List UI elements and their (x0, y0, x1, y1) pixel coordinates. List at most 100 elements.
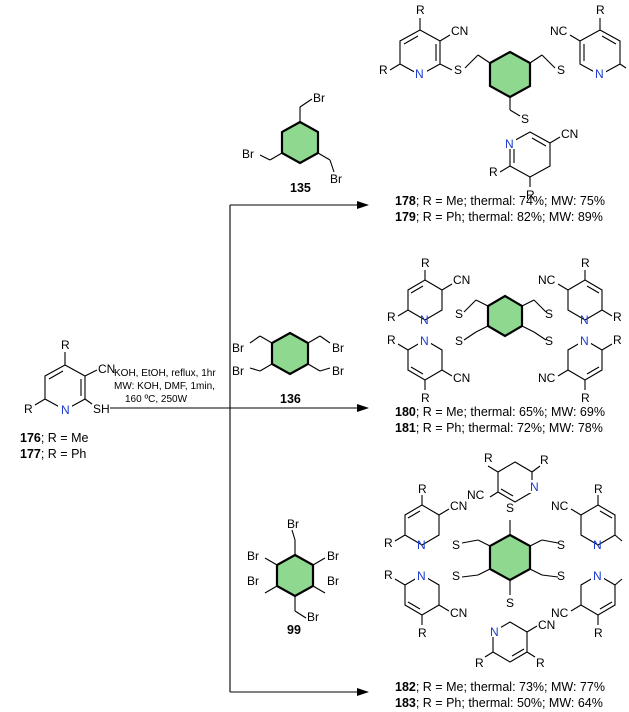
svg-text:178; R = Me; thermal: 74%; MW:: 178; R = Me; thermal: 74%; MW: 75% (395, 194, 605, 208)
substituent-r: R (540, 453, 549, 467)
nitrile-group: NC (550, 24, 568, 38)
compound-caption: ; R = Me; thermal: 73%; MW: 77% (416, 680, 605, 694)
substituent-r: R (594, 482, 603, 496)
reagent-number: 99 (287, 623, 301, 637)
substituent-r: R (61, 338, 70, 352)
svg-text:176; R = Me: 176; R = Me (20, 431, 88, 445)
bromine-atom: Br (327, 574, 339, 588)
sulfur-atom: S (545, 334, 553, 348)
substituent-r: R (475, 656, 484, 670)
sulfur-atom: S (455, 307, 463, 321)
bromine-atom: Br (232, 341, 244, 355)
compound-caption: ; R = Me; thermal: 74%; MW: 75% (416, 194, 605, 208)
conditions-line-2: MW: KOH, DMF, 1min, (114, 381, 215, 392)
benzene-ring (488, 50, 532, 99)
bromine-atom: Br (313, 91, 325, 105)
substituent-r: R (384, 568, 393, 582)
substituent-r: R (416, 3, 425, 17)
nitrile-group: CN (450, 499, 467, 513)
product-tris-pyridine: R CN R N S R NC N S S N CN R R (379, 3, 627, 202)
pyridine-nitrogen: N (530, 480, 539, 494)
substituent-r: R (536, 656, 545, 670)
nitrile-group: NC (551, 499, 569, 513)
compound-number: 178 (395, 194, 416, 208)
compound-number: 183 (395, 696, 416, 710)
substituent-r: R (418, 482, 427, 496)
conditions-line-1: KOH, EtOH, reflux, 1hr (114, 368, 216, 379)
starting-pyridine-thiol: R CN R N SH (24, 338, 115, 417)
product-captions-3: 182; R = Me; thermal: 73%; MW: 77% 183; … (395, 680, 605, 710)
pyridine-nitrogen: N (580, 313, 589, 327)
pyridine-nitrogen: N (505, 137, 514, 151)
benzene-ring (280, 120, 320, 165)
substituent-r: R (384, 536, 393, 550)
sulfur-atom: S (506, 596, 514, 610)
compound-number: 181 (395, 421, 416, 435)
sulfur-atom: S (557, 569, 565, 583)
starting-material-captions: 176; R = Me 177; R = Ph (20, 431, 88, 461)
reagent-hexabromide: Br Br Br Br Br Br 99 (247, 517, 339, 637)
nitrile-group: CN (453, 371, 470, 385)
reaction-conditions: KOH, EtOH, reflux, 1hr MW: KOH, DMF, 1mi… (114, 368, 216, 405)
compound-number: 182 (395, 680, 416, 694)
svg-text:181; R = Ph; thermal: 72%; MW:: 181; R = Ph; thermal: 72%; MW: 78% (395, 421, 603, 435)
nitrile-group: NC (467, 488, 485, 502)
pyridine-nitrogen: N (415, 67, 424, 81)
substituent-r: R (613, 333, 622, 347)
substituent-r: R (24, 402, 33, 416)
pyridine-nitrogen: N (417, 569, 426, 583)
substituent-r: R (613, 310, 622, 324)
pyridine-nitrogen: N (580, 334, 589, 348)
sulfur-atom: S (521, 112, 529, 126)
compound-caption: ; R = Ph; thermal: 72%; MW: 78% (416, 421, 603, 435)
conditions-line-3: 160 ºC, 250W (125, 394, 188, 405)
nitrile-group: CN (98, 362, 115, 376)
bromine-atom: Br (287, 517, 299, 531)
product-tetra-pyridine: R CN R N S R NC R N S N R CN R S (387, 256, 622, 405)
substituent-r: R (594, 626, 603, 640)
bromine-atom: Br (332, 364, 344, 378)
sulfur-atom: S (452, 569, 460, 583)
sulfur-atom: S (557, 538, 565, 552)
nitrile-group: NC (538, 273, 556, 287)
reaction-arrows (110, 201, 369, 696)
sulfur-atom: S (455, 334, 463, 348)
nitrile-group: CN (450, 606, 467, 620)
compound-number: 179 (395, 210, 416, 224)
nitrile-group: CN (538, 618, 555, 632)
bromine-atom: Br (307, 610, 319, 624)
reagent-tribromide: Br Br Br 135 (242, 91, 342, 195)
nitrile-group: CN (451, 24, 468, 38)
pyridine-nitrogen: N (593, 538, 602, 552)
substituent-r: R (581, 391, 590, 405)
bromine-atom: Br (247, 574, 259, 588)
nitrile-group: CN (561, 127, 578, 141)
svg-text:180; R = Me; thermal: 65%; MW:: 180; R = Me; thermal: 65%; MW: 69% (395, 405, 605, 419)
product-captions-1: 178; R = Me; thermal: 74%; MW: 75% 179; … (395, 194, 605, 224)
nitrile-group: NC (538, 371, 556, 385)
compound-caption: ; R = Me (41, 431, 89, 445)
pyridine-nitrogen: N (595, 67, 604, 81)
substituent-r: R (387, 310, 396, 324)
substituent-r: R (596, 3, 605, 17)
compound-number: 177 (20, 447, 41, 461)
bromine-atom: Br (332, 341, 344, 355)
compound-caption: ; R = Ph; thermal: 50%; MW: 64% (416, 696, 603, 710)
sulfur-atom: S (506, 501, 514, 515)
benzene-ring (488, 533, 532, 582)
substituent-r: R (581, 256, 590, 270)
compound-caption: ; R = Ph (41, 447, 87, 461)
nitrile-group: CN (453, 273, 470, 287)
svg-text:183; R = Ph; thermal: 50%; MW:: 183; R = Ph; thermal: 50%; MW: 64% (395, 696, 603, 710)
product-hexa-pyridine: S R R NC N S N CN R R R CN R N S (384, 451, 623, 670)
thiol-group: SH (93, 402, 110, 416)
pyridine-nitrogen: N (417, 538, 426, 552)
benzene-ring (275, 553, 315, 598)
benzene-ring (270, 331, 310, 376)
bromine-atom: Br (247, 549, 259, 563)
reagent-number: 135 (290, 181, 311, 195)
bromine-atom: Br (327, 549, 339, 563)
nitrile-group: NC (551, 606, 569, 620)
bromine-atom: Br (330, 172, 342, 186)
